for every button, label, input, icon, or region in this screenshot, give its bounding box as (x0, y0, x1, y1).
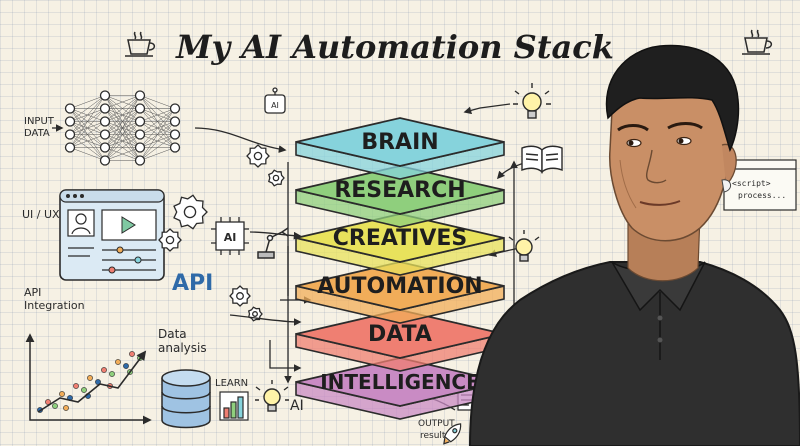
database-icon (161, 369, 211, 429)
layer-label: DATA (368, 322, 432, 347)
layer-label: BRAIN (361, 130, 438, 155)
data-analysis-line2: analysis (158, 341, 207, 355)
input-label-line2: DATA (24, 128, 50, 139)
code-line1: <script> (732, 179, 771, 188)
layer-stack: INTELLIGENCE DATA AUTOMATION CREATIVES RESEA… (284, 117, 518, 420)
layer-brain: BRAIN (295, 117, 505, 180)
layer-label: AUTOMATION (317, 274, 482, 299)
lightbulb-icon (508, 230, 540, 262)
earbud-icon (721, 179, 731, 193)
coffee-cup-icon (125, 31, 156, 57)
input-label-line1: INPUT (24, 116, 55, 127)
gear-icon (173, 194, 208, 230)
app-window-icon (59, 189, 165, 281)
learn-label: LEARN (215, 378, 248, 389)
data-analysis-line1: Data (158, 327, 187, 341)
person-hair (605, 44, 740, 153)
layer-creatives: CREATIVES (295, 213, 505, 276)
scatter-chart-icon (25, 333, 152, 425)
bar-chart-icon (219, 391, 249, 421)
ai-chip-icon: AI (211, 217, 249, 255)
api-label-line2: Integration (24, 299, 85, 312)
api-big-label: API (172, 271, 213, 296)
ai-bottom-label: AI (290, 398, 304, 414)
layer-research: RESEARCH (295, 165, 505, 228)
ui-ux-label: UI / UX (22, 208, 60, 221)
api-label-line1: API (24, 286, 41, 299)
layer-top (295, 117, 505, 167)
coffee-cup-icon (742, 29, 773, 55)
robot-head-icon: AI (264, 87, 286, 114)
page-title: My AI Automation Stack (175, 28, 614, 66)
gear-icon (158, 228, 182, 252)
gear-icon (229, 285, 251, 307)
layer-label: CREATIVES (333, 226, 468, 251)
output-label-line1: OUTPUT (418, 419, 455, 429)
gears-group (158, 144, 285, 322)
layer-data: DATA (295, 309, 505, 372)
rocket-icon (443, 423, 462, 445)
layer-label: INTELLIGENCE (320, 370, 480, 394)
lightbulb-icon (513, 83, 551, 119)
person-illustration (468, 44, 800, 446)
gear-icon (268, 169, 285, 187)
layer-top (295, 213, 505, 263)
person-ear (721, 143, 737, 186)
layer-label: RESEARCH (334, 178, 465, 203)
output-label-line2: results (420, 431, 450, 441)
layer-top (295, 165, 505, 215)
chip-ai-text: AI (224, 231, 237, 244)
lightbulb-icon (255, 380, 289, 412)
layer-intelligence: INTELLIGENCE (295, 357, 505, 420)
robot-ai-text: AI (271, 101, 279, 110)
gear-icon (246, 144, 270, 168)
code-line2: process... (738, 191, 786, 200)
book-icon (521, 145, 563, 174)
neural-network-icon (52, 90, 181, 166)
layer-automation: AUTOMATION (295, 261, 505, 324)
layer-top (295, 261, 505, 311)
